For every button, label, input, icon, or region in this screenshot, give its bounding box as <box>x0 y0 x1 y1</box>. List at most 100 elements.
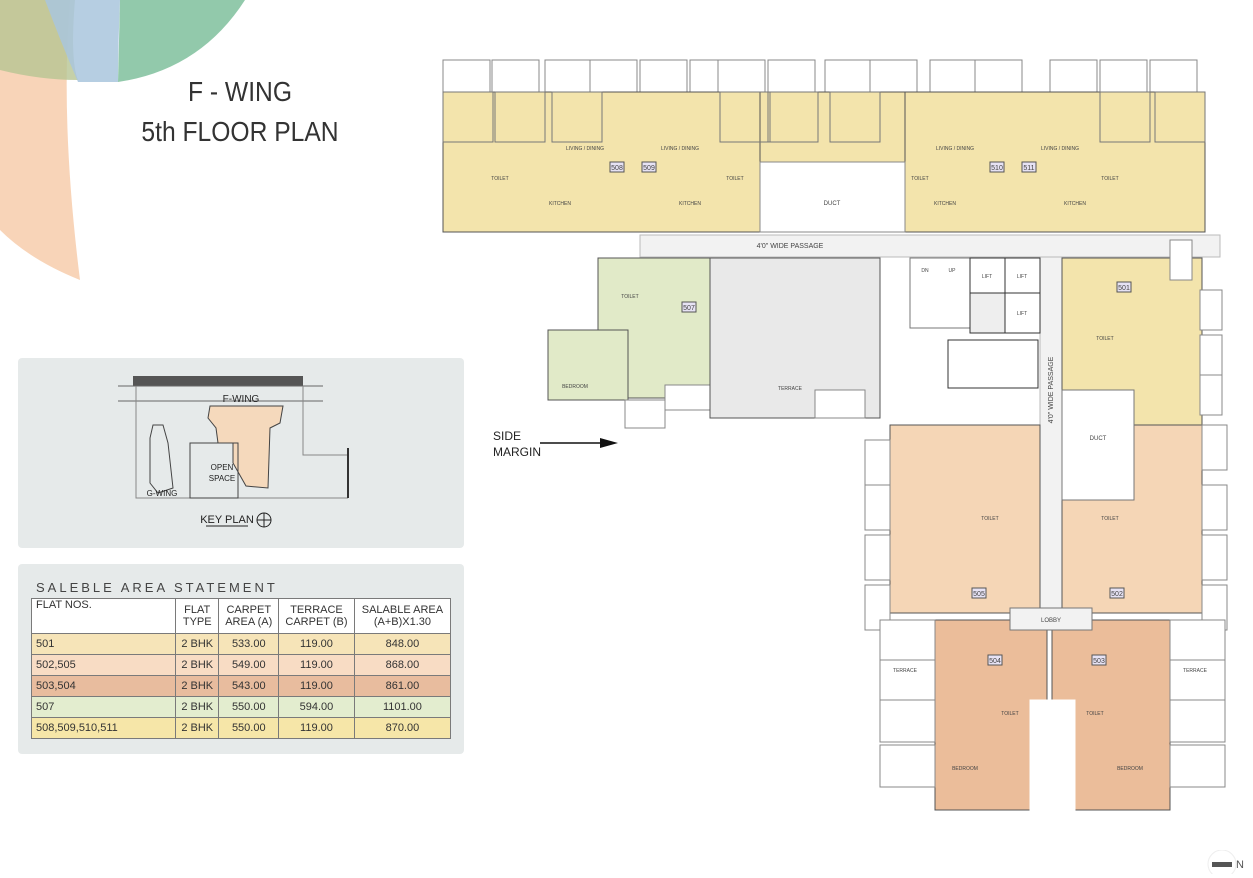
horizontal-passage <box>639 234 1221 258</box>
cell-type: 2 BHK <box>174 654 220 676</box>
passage-label-vertical: 4'0" WIDE PASSAGE <box>1048 356 1055 423</box>
living-label: LIVING / DINING <box>936 146 974 152</box>
terrace-block <box>1169 699 1226 743</box>
stair-dn-label: DN <box>921 268 929 274</box>
duct-label: DUCT <box>1090 436 1107 442</box>
bedroom-room <box>494 91 546 143</box>
kitchen-label: KITCHEN <box>1064 201 1086 207</box>
living-label: LIVING / DINING <box>566 146 604 152</box>
bedroom-room <box>719 91 771 143</box>
bedroom-label: BEDROOM <box>952 766 978 772</box>
column-header-line: AREA (A) <box>225 616 273 628</box>
flat-507-bedroom <box>547 329 629 401</box>
side-margin-arrow-icon <box>540 438 618 448</box>
terrace-block <box>879 619 936 663</box>
flat-number: 507 <box>683 305 695 312</box>
flat-number: 503 <box>1093 658 1105 665</box>
flat-number: 508 <box>611 165 623 172</box>
flat-top-bedrooms <box>759 91 906 163</box>
toilet-label: TOILET <box>1096 336 1113 342</box>
column-header-line: FLAT NOS. <box>36 599 92 611</box>
lift-duct <box>969 292 1006 334</box>
open-space-label-2: SPACE <box>209 474 236 483</box>
terrace-block <box>589 59 638 93</box>
title-line-floor: 5th FLOOR PLAN <box>141 116 339 147</box>
cell-salable: 870.00 <box>353 717 452 739</box>
stair-up-label: UP <box>949 268 957 274</box>
flat-number-badge <box>1109 587 1125 599</box>
terrace-block <box>442 59 491 93</box>
toilet-label: TOILET <box>621 294 638 300</box>
flat-510-511 <box>904 91 1206 233</box>
decorative-petals <box>0 0 245 280</box>
toilet-label: TOILET <box>491 176 508 182</box>
flat-number: 509 <box>643 165 655 172</box>
terrace-block <box>639 59 688 93</box>
column-header-line: TYPE <box>182 616 212 628</box>
terrace-block <box>879 699 936 743</box>
flat-number-badge <box>971 587 987 599</box>
column-header: SALABLE AREA(A+B)X1.30 <box>353 598 452 634</box>
terrace-block <box>1149 59 1198 93</box>
key-plan-diagram: F-WING G-WING OPEN SPACE KEY PLAN <box>118 376 349 528</box>
cell-terrace: 119.00 <box>278 633 355 655</box>
toilet-label: TOILET <box>911 176 928 182</box>
flat-number-badge <box>1091 654 1107 666</box>
toilet-label: TOILET <box>1101 516 1118 522</box>
terrace-block <box>544 59 593 93</box>
terrace-block <box>1169 619 1226 663</box>
terrace-block <box>1169 744 1226 788</box>
g-wing-label: G-WING <box>147 489 178 498</box>
terrace-label: TERRACE <box>778 386 803 392</box>
side-margin-line2: MARGIN <box>493 445 541 459</box>
central-duct <box>1061 389 1135 501</box>
bedroom-label: BEDROOM <box>562 384 588 390</box>
kitchen-label: KITCHEN <box>934 201 956 207</box>
flat-number-badge <box>1116 281 1132 293</box>
terrace-block <box>1201 424 1228 471</box>
vertical-passage <box>1039 256 1063 628</box>
column-header-line: SALABLE AREA <box>361 604 444 616</box>
column-header-line: FLAT <box>184 604 211 616</box>
terrace-block <box>864 534 891 581</box>
column-header-line: CARPET <box>226 604 272 616</box>
flat-number-badge <box>1021 161 1037 173</box>
terrace-block <box>864 439 891 486</box>
terrace-block <box>1169 239 1193 281</box>
cell-carpet: 543.00 <box>218 675 280 697</box>
terrace-block <box>491 59 540 93</box>
area-statement-title: SALEBLE AREA STATEMENT <box>36 580 278 595</box>
bedroom-room <box>829 91 881 143</box>
open-space-label-1: OPEN <box>211 463 234 472</box>
duct-area <box>759 161 906 233</box>
duct-label: DUCT <box>824 201 841 207</box>
kitchen-label: KITCHEN <box>549 201 571 207</box>
lift-label: LIFT <box>1017 311 1027 317</box>
flat-number-badge <box>989 161 1005 173</box>
page-title: F - WING 5th FLOOR PLAN <box>134 72 345 152</box>
terrace-block <box>767 59 816 93</box>
flat-number: 505 <box>973 591 985 598</box>
terrace-block <box>974 59 1023 93</box>
north-label: N <box>1236 859 1244 871</box>
terrace-block <box>824 59 873 93</box>
terrace-block <box>1201 484 1228 531</box>
flat-number: 510 <box>991 165 1003 172</box>
flat-number-badge <box>681 301 697 313</box>
bedroom-room <box>551 91 603 143</box>
lift-label: LIFT <box>982 274 992 280</box>
flat-508-509 <box>442 91 764 233</box>
bedroom-room <box>1154 91 1206 143</box>
terrace-block <box>624 399 666 429</box>
terrace-block <box>929 59 978 93</box>
lobby-label: LOBBY <box>1041 618 1061 624</box>
lobby <box>1009 607 1093 631</box>
flat-number-badge <box>609 161 625 173</box>
